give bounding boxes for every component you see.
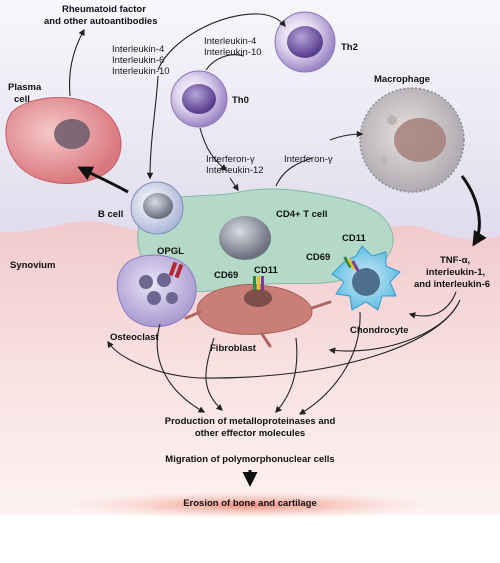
ifn-gamma-left-label: Interferon-γ: [206, 154, 255, 165]
fibroblast-cell: [184, 283, 332, 348]
cd69-right-label: CD69: [306, 252, 330, 263]
il4-left-label: Interleukin-4: [112, 44, 164, 55]
th0-label: Th0: [232, 95, 249, 106]
opgl-label: OPGL: [157, 246, 184, 257]
arrow-th0-to-il-top: [205, 54, 245, 71]
synovium-label: Synovium: [10, 260, 55, 271]
migration-label: Migration of polymorphonuclear cells: [165, 454, 334, 465]
production-label-line2: other effector molecules: [195, 428, 305, 439]
cd11-mid-label: CD11: [254, 265, 278, 276]
il10-left-label: Interleukin-10: [112, 66, 170, 77]
arrow-il-to-b-cell: [146, 75, 159, 180]
b-cell-label: B cell: [98, 209, 123, 220]
chondrocyte-label: Chondrocyte: [350, 325, 409, 336]
erosion-label: Erosion of bone and cartilage: [183, 498, 317, 509]
ifn-gamma-right-label: Interferon-γ: [284, 154, 333, 165]
osteoclast-cell: [116, 254, 197, 328]
arrow-cytokines-to-osteoclast: [107, 299, 461, 379]
arrow-b-cell-to-plasma: [77, 166, 129, 194]
arrow-th0-to-ifn-il12: [199, 127, 228, 171]
arrow-th0-to-th2: [157, 13, 286, 71]
production-label-line1: Production of metalloproteinases and: [165, 416, 336, 427]
fibroblast-label: Fibroblast: [210, 343, 257, 354]
arrow-osteoclast-to-production: [156, 323, 206, 413]
rheumatoid-factor-label: Rheumatoid factor: [62, 4, 146, 15]
il6-right-label: and interleukin-6: [414, 279, 490, 290]
plasma-label-line1: Plasma: [8, 82, 42, 93]
plasma-label-line2: cell: [14, 94, 30, 105]
cd4-t-cell-nucleus: [219, 216, 271, 260]
cd69-cd11-right-receptor: [343, 256, 360, 273]
arrow-cytokines-to-fibroblast: [328, 303, 459, 354]
blank-footer: [0, 515, 500, 563]
plasma-cell-nucleus: [54, 119, 90, 149]
il1-label: interleukin-1,: [426, 267, 485, 278]
th2-nucleus: [287, 26, 323, 58]
il10-top-label: Interleukin-10: [204, 47, 262, 58]
arrow-chondrocyte-to-production: [298, 311, 361, 415]
macrophage-label: Macrophage: [374, 74, 430, 85]
b-cell-nucleus: [143, 193, 173, 219]
opgl-receptor: [168, 261, 184, 279]
arrow-ifn-il12-to-cd4: [229, 177, 239, 192]
arrow-cd4-to-ifn: [275, 157, 313, 187]
il4-top-label: Interleukin-4: [204, 36, 256, 47]
arrow-plasma-to-rheumatoid: [69, 28, 85, 97]
autoantibodies-label: and other autoantibodies: [44, 16, 157, 27]
cd11-right-label: CD11: [342, 233, 366, 244]
il12-label: Interleukin-12: [206, 165, 264, 176]
th2-label: Th2: [341, 42, 358, 53]
arrow-ifn-to-macrophage: [329, 130, 364, 141]
il6-left-label: Interleukin-6: [112, 55, 164, 66]
erosion-glow: [60, 491, 440, 519]
tnf-alpha-label: TNF-α,: [440, 255, 470, 266]
cd69-mid-label: CD69: [214, 270, 238, 281]
th0-nucleus: [182, 84, 216, 114]
osteoclast-label: Osteoclast: [110, 332, 159, 343]
cd4-t-cell-label: CD4+ T cell: [276, 209, 327, 220]
arrow-macrophage-to-cytokines: [460, 175, 487, 247]
arrow-cytokines-to-chondrocyte: [408, 291, 457, 319]
arrow-fibroblast-right-to-production: [275, 337, 298, 413]
cd69-cd11-mid-receptor: [253, 276, 264, 290]
macrophage-cell: [359, 87, 465, 193]
